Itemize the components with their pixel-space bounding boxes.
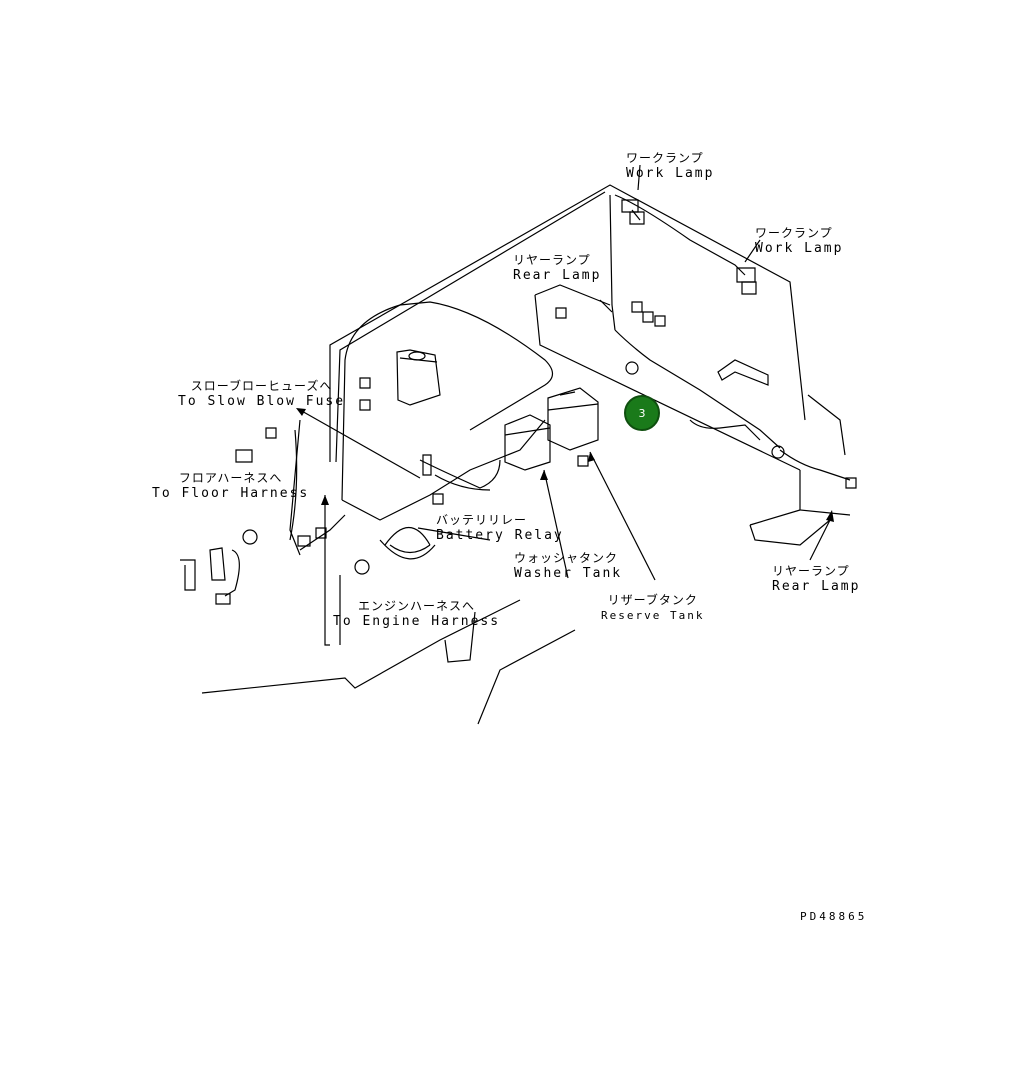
label-engine-harness-jp: エンジンハーネスへ — [358, 599, 476, 613]
battery-relay-shape — [505, 415, 550, 470]
label-battery-relay-en: Battery Relay — [436, 528, 564, 543]
work-lamp-top-shape — [622, 200, 644, 224]
label-work-lamp-top: ワークランプ Work Lamp — [626, 150, 714, 182]
label-floor-harness-en: To Floor Harness — [152, 486, 310, 501]
arrowheads — [296, 408, 834, 522]
callout-marker[interactable]: 3 — [624, 395, 660, 431]
label-work-lamp-top-jp: ワークランプ — [626, 151, 704, 165]
label-rear-lamp-right-jp: リヤーランプ — [772, 564, 850, 578]
label-washer-tank: ウォッシャタンク Washer Tank — [514, 550, 622, 582]
label-battery-relay: バッテリリレー Battery Relay — [436, 512, 564, 544]
label-floor-harness-jp: フロアハーネスへ — [178, 471, 283, 485]
label-washer-tank-en: Washer Tank — [514, 566, 623, 581]
body-lower — [202, 600, 575, 724]
label-reserve-tank-jp: リザーブタンク — [607, 593, 698, 607]
label-reserve-tank-en: Reserve Tank — [601, 609, 705, 622]
label-work-lamp-right: ワークランプ Work Lamp — [755, 225, 843, 257]
bolts-and-clamps — [180, 528, 435, 605]
leader-lines — [300, 165, 830, 645]
label-washer-tank-jp: ウォッシャタンク — [514, 551, 619, 565]
reserve-tank-shape — [397, 350, 440, 405]
label-battery-relay-jp: バッテリリレー — [436, 513, 528, 527]
washer-tank-shape — [548, 388, 598, 450]
label-slow-blow-fuse: スローブローヒューズへ To Slow Blow Fuse — [178, 378, 345, 410]
drawing-number: PD48865 — [800, 910, 868, 923]
label-work-lamp-top-en: Work Lamp — [626, 166, 715, 181]
label-reserve-tank: リザーブタンク Reserve Tank — [601, 592, 704, 624]
label-rear-lamp-right-en: Rear Lamp — [772, 579, 861, 594]
main-harness — [290, 195, 850, 555]
label-slow-blow-fuse-jp: スローブローヒューズへ — [190, 379, 333, 393]
label-slow-blow-fuse-en: To Slow Blow Fuse — [178, 394, 346, 409]
connectors — [236, 302, 856, 574]
label-engine-harness-en: To Engine Harness — [333, 614, 501, 629]
cab-outline — [330, 185, 850, 545]
lamp-bracket-shape — [718, 360, 768, 385]
label-rear-lamp-top: リヤーランプ Rear Lamp — [513, 252, 601, 284]
label-rear-lamp-right: リヤーランプ Rear Lamp — [772, 563, 860, 595]
label-rear-lamp-top-en: Rear Lamp — [513, 268, 602, 283]
label-floor-harness: フロアハーネスへ To Floor Harness — [152, 470, 309, 502]
label-engine-harness: エンジンハーネスへ To Engine Harness — [333, 598, 500, 630]
work-lamp-right-shape — [737, 268, 756, 294]
label-work-lamp-right-en: Work Lamp — [755, 241, 844, 256]
label-work-lamp-right-jp: ワークランプ — [755, 226, 833, 240]
label-rear-lamp-top-jp: リヤーランプ — [513, 253, 591, 267]
